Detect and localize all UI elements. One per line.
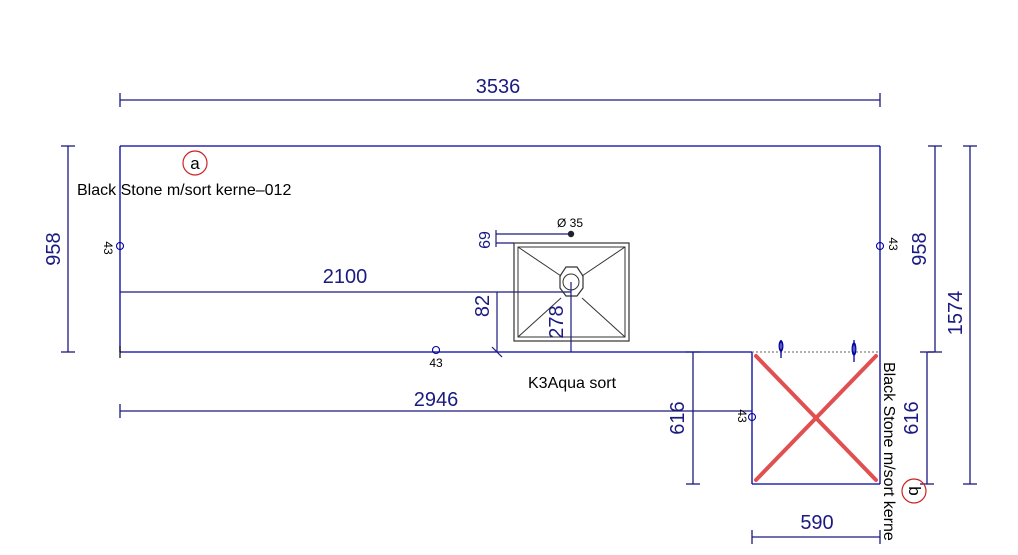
sink-model-label: K3Aqua sort (528, 375, 617, 392)
dimension-sink-offset-82 (491, 292, 503, 358)
dimension-top-length (119, 93, 881, 107)
edge-markers (115, 241, 885, 422)
dimension-return-inner (686, 351, 700, 485)
marker-b-label: b (905, 486, 924, 495)
dimension-return-width-label: 590 (800, 512, 833, 534)
edge-43-right: 43 (886, 237, 900, 251)
edge-43-front: 43 (429, 356, 443, 370)
edge-43-left: 43 (101, 241, 115, 255)
dimension-lower-length (119, 404, 752, 418)
dimension-return-outer-label: 616 (901, 401, 923, 434)
dimension-return-inner-label: 616 (667, 401, 689, 434)
joint-symbols (778, 340, 857, 362)
edge-43-return: 43 (735, 409, 749, 423)
dimension-top-length-label: 3536 (476, 76, 521, 98)
marker-a-label: a (190, 154, 200, 173)
dimension-return-outer (920, 351, 934, 485)
marker-b-circle (901, 478, 927, 504)
dimension-left-depth-label: 958 (43, 232, 65, 265)
dimension-return-width (751, 530, 881, 544)
dimension-lower-length-label: 2946 (414, 389, 459, 411)
side-material-label: Black Stone m/sort kerne (880, 362, 897, 541)
sink-drain (559, 266, 584, 297)
top-material-label: Black Stone m/sort kerne–012 (77, 182, 291, 199)
countertop-outline (119, 145, 881, 485)
faucet-hole-diameter: Ø 35 (557, 216, 583, 230)
dimension-right-depth-label: 958 (909, 232, 931, 265)
dimension-sink-center-label: 2100 (323, 266, 368, 288)
dimension-left-depth (61, 145, 75, 353)
dimension-hole-offset-label: 69 (477, 231, 494, 249)
dimension-sink-offset-82-label: 82 (472, 295, 494, 317)
dimension-overall-right (963, 145, 977, 485)
marker-a-circle (182, 150, 208, 176)
dimension-sink-offset-278-label: 278 (546, 305, 568, 338)
return-cross (754, 354, 878, 482)
dimension-overall-right-label: 1574 (945, 291, 967, 336)
dimension-hole-offset (495, 230, 571, 247)
